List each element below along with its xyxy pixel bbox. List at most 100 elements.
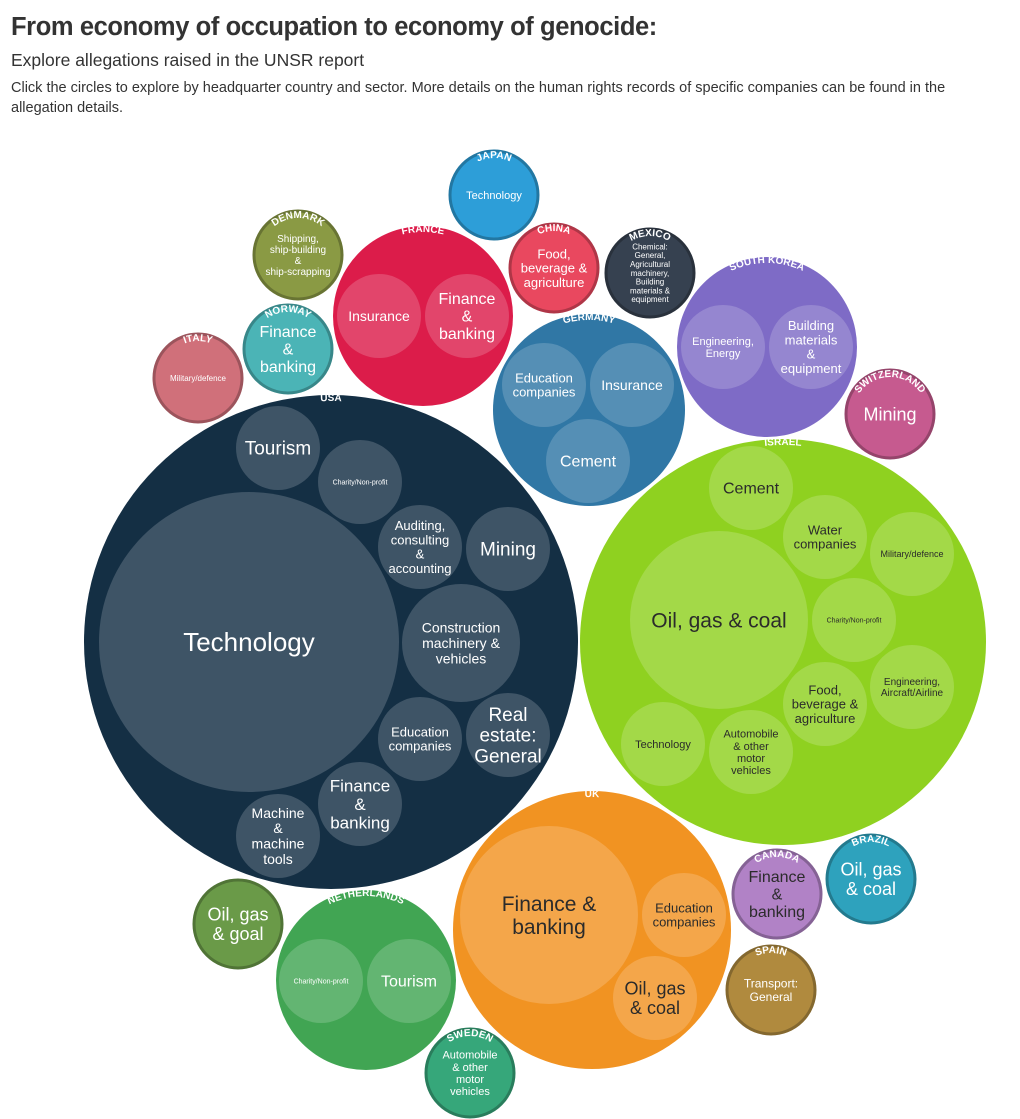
chart-header: From economy of occupation to economy of… — [11, 10, 1011, 118]
country-circle-italy[interactable] — [152, 332, 244, 424]
sector-label: Charity/Non-profit — [333, 479, 388, 486]
sector-bubble-usa-mining[interactable]: Mining — [466, 507, 550, 591]
sector-circle[interactable] — [466, 507, 550, 591]
sector-circle[interactable] — [466, 693, 550, 777]
sector-circle[interactable] — [812, 578, 896, 662]
sector-circle[interactable] — [425, 274, 509, 358]
country-circle-sweden[interactable] — [424, 1027, 516, 1119]
sector-bubble-israel-military-defence[interactable]: Military/defence — [870, 512, 954, 596]
sector-bubble-switzerland-mining[interactable]: Mining — [863, 404, 916, 424]
country-circle-netherlands[interactable] — [276, 890, 456, 1070]
sector-bubble-israel-food-beverage-agriculture[interactable]: Food,beverage &agriculture — [783, 662, 867, 746]
sector-bubble-unlabeled-oil-gas-goal[interactable]: Oil, gas& goal — [207, 904, 268, 944]
sector-bubble-israel-engineering-aircraft-airline[interactable]: Engineering,Aircraft/Airline — [870, 645, 954, 729]
sector-bubble-netherlands-tourism[interactable]: Tourism — [367, 939, 451, 1023]
country-circle-mexico[interactable] — [604, 227, 696, 319]
sector-bubble-usa-auditing-consulting-accounting[interactable]: Auditing,consulting&accounting — [378, 505, 462, 589]
sector-circle[interactable] — [318, 762, 402, 846]
sector-bubble-israel-technology[interactable]: Technology — [621, 702, 705, 786]
sector-bubble-japan-technology[interactable]: Technology — [466, 190, 522, 202]
sector-circle[interactable] — [367, 939, 451, 1023]
sector-circle[interactable] — [236, 794, 320, 878]
sector-circle[interactable] — [236, 406, 320, 490]
sector-circle[interactable] — [783, 662, 867, 746]
sector-bubble-spain-transport-general[interactable]: Transport:General — [744, 977, 798, 1004]
sector-bubble-israel-oil-gas-coal[interactable]: Oil, gas & coal — [630, 531, 808, 709]
sector-bubble-denmark-shipping-ship-building-ship-scrapping[interactable]: Shipping,ship-building&ship-scrapping — [265, 234, 330, 278]
sector-circle[interactable] — [337, 274, 421, 358]
sector-bubble-usa-technology[interactable]: Technology — [99, 492, 399, 792]
country-circle-denmark[interactable] — [252, 209, 344, 301]
country-circle-unlabeled[interactable] — [192, 878, 284, 970]
country-circle-brazil[interactable] — [825, 833, 917, 925]
sector-bubble-usa-tourism[interactable]: Tourism — [236, 406, 320, 490]
country-circle-spain[interactable] — [725, 944, 817, 1036]
sector-bubble-norway-finance-banking[interactable]: Finance&banking — [260, 324, 317, 376]
sector-bubble-netherlands-charity-non-profit[interactable]: Charity/Non-profit — [279, 939, 363, 1023]
sector-bubble-france-finance-banking[interactable]: Finance&banking — [425, 274, 509, 358]
country-circle-france[interactable] — [333, 226, 513, 406]
sector-circle[interactable] — [318, 440, 402, 524]
sector-circle[interactable] — [99, 492, 399, 792]
country-label-norway: Norway — [263, 304, 313, 321]
sector-circle[interactable] — [378, 505, 462, 589]
sector-circle[interactable] — [279, 939, 363, 1023]
sector-circle[interactable] — [630, 531, 808, 709]
sector-circle[interactable] — [460, 826, 638, 1004]
country-circle-norway[interactable] — [242, 303, 334, 395]
sector-circle[interactable] — [621, 702, 705, 786]
sector-circle[interactable] — [870, 512, 954, 596]
sector-circle[interactable] — [870, 645, 954, 729]
sector-circle[interactable] — [769, 305, 853, 389]
sector-bubble-israel-cement[interactable]: Cement — [709, 446, 793, 530]
sector-circle[interactable] — [783, 495, 867, 579]
sector-circle[interactable] — [709, 710, 793, 794]
country-circle-switzerland[interactable] — [844, 368, 936, 460]
sector-circle[interactable] — [590, 343, 674, 427]
sector-bubble-brazil-oil-gas-coal[interactable]: Oil, gas& coal — [840, 859, 901, 899]
sector-bubble-canada-finance-banking[interactable]: Finance&banking — [749, 869, 806, 921]
sector-circle[interactable] — [681, 305, 765, 389]
country-circle-canada[interactable] — [731, 848, 823, 940]
sector-circle[interactable] — [613, 956, 697, 1040]
sector-circle[interactable] — [642, 873, 726, 957]
country-group-usa: USATechnologyTourismCharity/Non-profitAu… — [84, 393, 578, 889]
sector-bubble-germany-insurance[interactable]: Insurance — [590, 343, 674, 427]
sector-bubble-usa-charity-non-profit[interactable]: Charity/Non-profit — [318, 440, 402, 524]
sector-label: Tourism — [245, 439, 312, 460]
sector-circle[interactable] — [378, 697, 462, 781]
sector-label: Finance&banking — [260, 324, 317, 376]
sector-bubble-italy-military-defence[interactable]: Military/defence — [170, 374, 227, 383]
sector-bubble-uk-oil-gas-coal[interactable]: Oil, gas& coal — [613, 956, 697, 1040]
sector-bubble-usa-finance-banking[interactable]: Finance&banking — [318, 762, 402, 846]
sector-circle[interactable] — [502, 343, 586, 427]
sector-circle[interactable] — [546, 419, 630, 503]
country-label-mexico: Mexico — [628, 228, 673, 244]
sector-bubble-south-korea-engineering-energy[interactable]: Engineering,Energy — [681, 305, 765, 389]
country-circle-south-korea[interactable] — [677, 257, 857, 437]
sector-bubble-germany-cement[interactable]: Cement — [546, 419, 630, 503]
country-circle-china[interactable] — [508, 222, 600, 314]
sector-label: Charity/Non-profit — [827, 617, 882, 624]
sector-bubble-israel-charity-non-profit[interactable]: Charity/Non-profit — [812, 578, 896, 662]
sector-bubble-france-insurance[interactable]: Insurance — [337, 274, 421, 358]
sector-bubble-china-food-beverage-agriculture[interactable]: Food,beverage &agriculture — [521, 246, 588, 290]
sector-circle[interactable] — [709, 446, 793, 530]
country-circle-japan[interactable] — [448, 149, 540, 241]
sector-circle[interactable] — [402, 584, 520, 702]
sector-bubble-uk-finance-banking[interactable]: Finance &banking — [460, 826, 638, 1004]
